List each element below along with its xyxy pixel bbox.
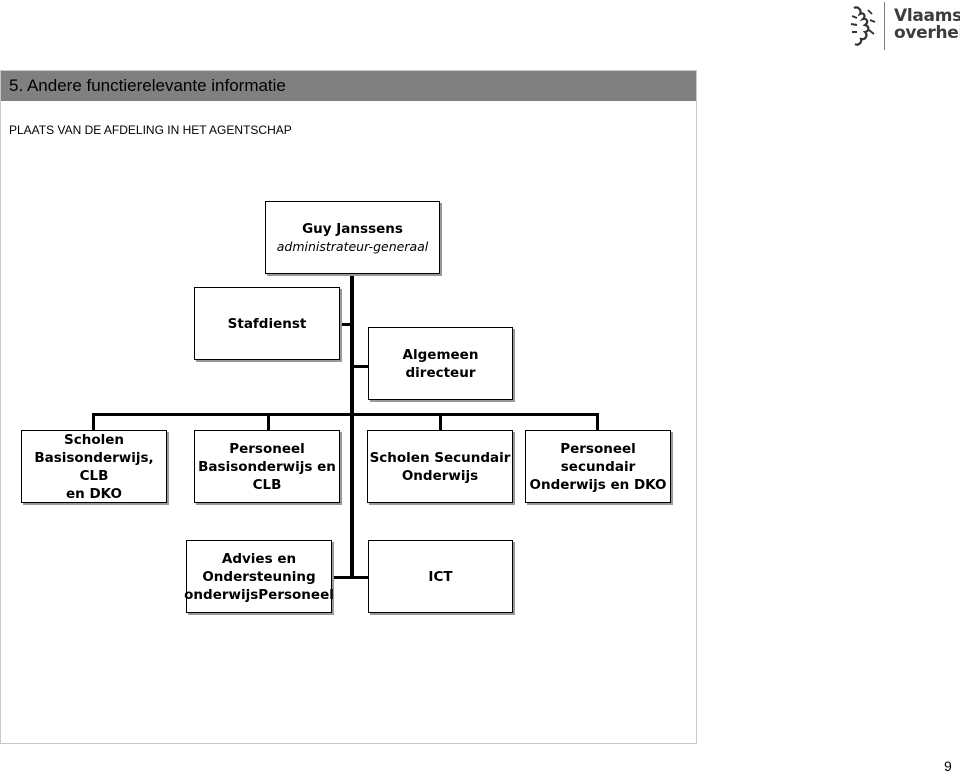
logo-text: Vlaamse overheid bbox=[894, 8, 960, 42]
connector-director bbox=[352, 365, 369, 368]
org-box-director: Algemeen directeur bbox=[368, 327, 513, 400]
org-box-unit-1: Scholen Basisonderwijs, CLB en DKO bbox=[21, 430, 167, 503]
unit-1-line-3: en DKO bbox=[65, 485, 122, 502]
staff-label: Stafdienst bbox=[227, 315, 307, 332]
unit-2-line-3: CLB bbox=[252, 476, 282, 493]
org-box-unit-3: Scholen Secundair Onderwijs bbox=[367, 430, 513, 503]
connector-units-bar bbox=[92, 413, 599, 416]
advies-line-3: onderwijsPersoneel bbox=[184, 586, 334, 603]
unit-3-line-2: Onderwijs bbox=[401, 467, 479, 484]
unit-1-line-1: Scholen bbox=[63, 431, 124, 448]
org-box-advies: Advies en Ondersteuning onderwijsPersone… bbox=[184, 540, 334, 613]
subheading: PLAATS VAN DE AFDELING IN HET AGENTSCHAP bbox=[9, 123, 292, 137]
unit-4-line-1: Personeel secundair bbox=[560, 440, 636, 475]
org-box-ict: ICT bbox=[368, 540, 513, 613]
section-title: 5. Andere functierelevante informatie bbox=[9, 76, 286, 95]
logo-line2: overheid bbox=[894, 23, 960, 43]
head-name: Guy Janssens bbox=[302, 220, 403, 237]
connector-unit-2 bbox=[267, 413, 270, 430]
connector-bottom-left bbox=[332, 576, 352, 579]
vlaamse-overheid-logo: Vlaamse overheid bbox=[846, 2, 960, 52]
connector-unit-3 bbox=[439, 413, 442, 430]
unit-1-line-2: Basisonderwijs, CLB bbox=[34, 449, 154, 484]
advies-line-1: Advies en bbox=[221, 550, 297, 567]
section-header: 5. Andere functierelevante informatie bbox=[1, 71, 696, 101]
logo-divider bbox=[884, 2, 885, 50]
lion-icon bbox=[850, 6, 876, 46]
logo-line1: Vlaamse bbox=[894, 6, 960, 26]
connector-unit-1 bbox=[92, 413, 95, 430]
unit-3-line-1: Scholen Secundair bbox=[369, 449, 511, 466]
advies-line-2: Ondersteuning bbox=[202, 568, 316, 585]
org-box-head: Guy Janssens administrateur-generaal bbox=[265, 201, 440, 274]
unit-2-line-1: Personeel bbox=[229, 440, 305, 457]
connector-trunk bbox=[350, 274, 354, 578]
org-box-unit-2: Personeel Basisonderwijs en CLB bbox=[194, 430, 340, 503]
unit-2-line-2: Basisonderwijs en bbox=[198, 458, 336, 475]
connector-unit-4 bbox=[596, 413, 599, 430]
org-box-unit-4: Personeel secundair Onderwijs en DKO bbox=[525, 430, 671, 503]
connector-bottom-right bbox=[352, 576, 368, 579]
director-label: Algemeen directeur bbox=[402, 346, 479, 381]
head-role: administrateur-generaal bbox=[276, 238, 429, 254]
org-box-staff: Stafdienst bbox=[194, 287, 340, 360]
section-frame: 5. Andere functierelevante informatie PL… bbox=[0, 70, 697, 744]
ict-label: ICT bbox=[428, 568, 453, 585]
page-number: 9 bbox=[944, 758, 952, 774]
unit-4-line-2: Onderwijs en DKO bbox=[529, 476, 667, 493]
connector-staff bbox=[340, 323, 352, 326]
